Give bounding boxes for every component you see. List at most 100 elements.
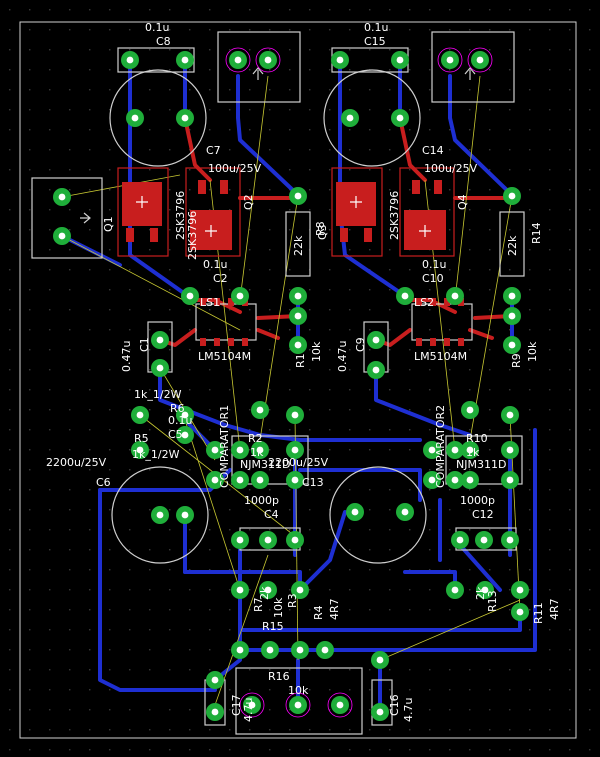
c7-outline xyxy=(109,69,207,167)
mosfet-pads xyxy=(122,180,446,250)
pad-drill-hole xyxy=(291,411,299,419)
pad-drill-hole xyxy=(181,411,189,419)
pad-drill-hole xyxy=(401,292,409,300)
label-c4: C4 xyxy=(264,508,279,521)
label-r13: R13 xyxy=(486,590,499,612)
label-c1: C1 xyxy=(138,337,151,352)
label-r6-value: 1k_1/2W xyxy=(134,388,182,401)
label-r2-value: 1k xyxy=(250,446,264,459)
pad-drill-ring xyxy=(255,47,281,73)
label-r13-value: 2k xyxy=(474,586,487,600)
label-r8-value: 22k xyxy=(292,235,305,256)
pad-drill-hole xyxy=(131,114,139,122)
label-c13-value: 2200u/25V xyxy=(268,456,329,469)
pad-drill-hole xyxy=(506,446,514,454)
label-c13: C13 xyxy=(302,476,324,489)
connector-top-right-outline xyxy=(431,31,515,103)
pad-drill-hole xyxy=(294,341,302,349)
label-c16-value: 4.7u xyxy=(402,698,415,722)
pad-drill-hole xyxy=(58,232,66,240)
pad-drill-hole xyxy=(508,292,516,300)
pad-drill-hole xyxy=(372,366,380,374)
pad-drill-hole xyxy=(336,56,344,64)
r14-outline xyxy=(499,211,525,277)
label-r10: R10 xyxy=(466,432,488,445)
pad-drill-hole xyxy=(446,56,454,64)
pad-drill-hole xyxy=(181,56,189,64)
label-c15: C15 xyxy=(364,35,386,48)
label-c7: C7 xyxy=(206,144,221,157)
pad-drill-hole xyxy=(291,536,299,544)
pad-drill-hole xyxy=(451,476,459,484)
pad-drill-hole xyxy=(428,446,436,454)
pad-drill-hole xyxy=(506,411,514,419)
board-outline xyxy=(19,21,577,739)
label-r5: R5 xyxy=(134,432,149,445)
label-r1: R1 xyxy=(294,353,307,368)
pad-drill-hole xyxy=(264,536,272,544)
label-c10-value: 0.1u xyxy=(422,258,446,271)
pad-drill-ring xyxy=(437,47,463,73)
connector-top-left-outline xyxy=(217,31,301,103)
label-njm311d-2: NJM311D xyxy=(456,458,506,471)
label-c2-value: 0.1u xyxy=(203,258,227,271)
label-c16: C16 xyxy=(388,694,401,716)
pad-drill-hole xyxy=(428,476,436,484)
pad-drill-hole xyxy=(291,476,299,484)
pad-drill-hole xyxy=(401,508,409,516)
pad-drill-hole xyxy=(256,476,264,484)
label-ls2: LS2 xyxy=(414,296,434,309)
pad-drill-hole xyxy=(294,192,302,200)
pad-drill-hole xyxy=(466,446,474,454)
pad-drill-hole xyxy=(476,56,484,64)
label-r3-value: 10k xyxy=(272,597,285,618)
pad-drill-hole xyxy=(396,56,404,64)
silkscreen xyxy=(31,31,525,735)
pad-drill-hole xyxy=(451,586,459,594)
label-r11-value: 4R7 xyxy=(548,598,561,620)
label-r1-value: 10k xyxy=(310,341,323,362)
label-q4: Q4 xyxy=(456,194,469,210)
label-r2: R2 xyxy=(248,432,263,445)
pad-drill-hole xyxy=(376,708,384,716)
pad-drill-hole xyxy=(516,608,524,616)
pad-drill-hole xyxy=(234,56,242,64)
label-r14-value: 22k xyxy=(506,235,519,256)
label-r9: R9 xyxy=(510,353,523,368)
pad-drill-hole xyxy=(294,701,302,709)
label-c6-value: 2200u/25V xyxy=(46,456,107,469)
label-q3: Q3 xyxy=(316,224,329,240)
pad-drill-hole xyxy=(508,312,516,320)
pad-drill-hole xyxy=(351,508,359,516)
c14-outline xyxy=(323,69,421,167)
pad-drill-ring xyxy=(239,692,265,718)
c13-outline xyxy=(329,466,427,564)
pad-drill-hole xyxy=(181,114,189,122)
pad-drill-hole xyxy=(506,476,514,484)
pad-drill-hole xyxy=(211,446,219,454)
pad-drill-hole xyxy=(211,476,219,484)
label-ls1: LS1 xyxy=(200,296,220,309)
pad-drill-hole xyxy=(236,476,244,484)
pad-drill-hole xyxy=(156,364,164,372)
pad-drill-hole xyxy=(291,446,299,454)
pad-drill-ring xyxy=(285,692,311,718)
pad-drill-hole xyxy=(480,536,488,544)
pad-drill-hole xyxy=(296,646,304,654)
label-comparator1: COMPARATOR1 xyxy=(218,405,231,488)
pad-drill-hole xyxy=(136,411,144,419)
label-c2: C2 xyxy=(213,272,228,285)
label-q2: Q2 xyxy=(242,194,255,210)
label-r4-value: 4R7 xyxy=(328,598,341,620)
label-lm5104-1: LM5104M xyxy=(198,350,251,363)
label-q1: Q1 xyxy=(102,216,115,232)
pad-drill-hole xyxy=(236,646,244,654)
pad-drill-hole xyxy=(264,56,272,64)
pad-drill-hole xyxy=(211,708,219,716)
pad-drill-hole xyxy=(372,336,380,344)
pad-drill-hole xyxy=(126,56,134,64)
pad-drill-hole xyxy=(181,511,189,519)
label-r6: R6 xyxy=(170,402,185,415)
